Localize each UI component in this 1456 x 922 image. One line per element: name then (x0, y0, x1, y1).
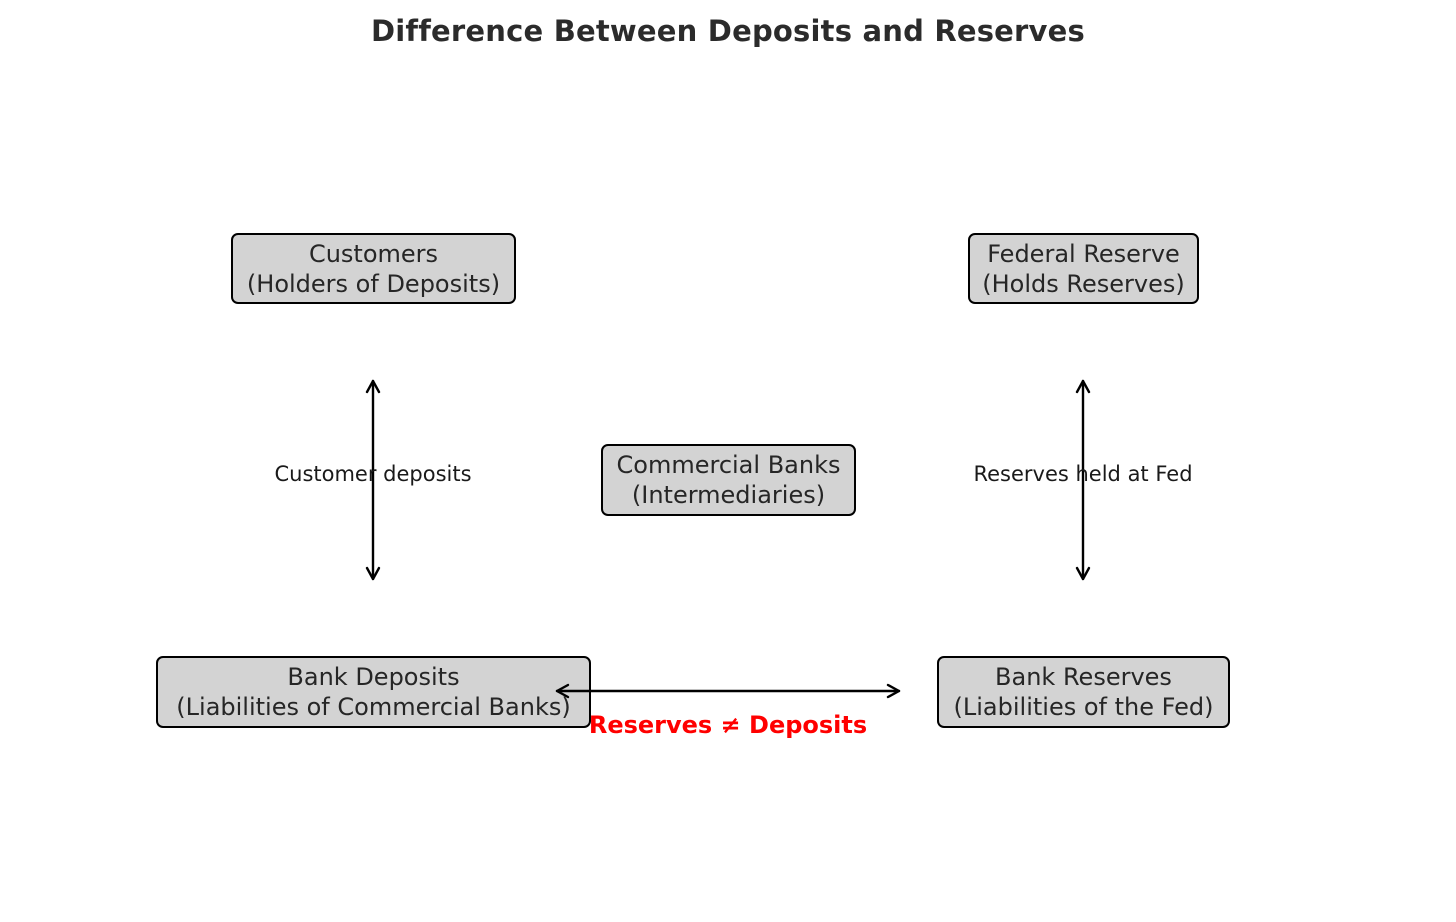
diagram-title: Difference Between Deposits and Reserves (371, 14, 1085, 48)
federal-reserve-node: Federal Reserve (Holds Reserves) (968, 233, 1199, 304)
bank-reserves-node: Bank Reserves (Liabilities of the Fed) (937, 656, 1230, 728)
commercial-banks-node-title: Commercial Banks (616, 451, 841, 479)
customers-node-title: Customers (308, 239, 439, 268)
customer-deposits-label: Customer deposits (274, 462, 472, 486)
reserves-held-label: Reserves held at Fed (973, 462, 1193, 486)
bank-reserves-node-title: Bank Reserves (995, 663, 1172, 691)
commercial-banks-node-subtitle: (Intermediaries) (631, 481, 826, 509)
customers-node: Customers (Holders of Deposits) (231, 233, 516, 304)
bank-deposits-node-title: Bank Deposits (287, 663, 460, 691)
commercial-banks-node: Commercial Banks (Intermediaries) (601, 444, 856, 516)
bank-deposits-node: Bank Deposits (Liabilities of Commercial… (156, 656, 591, 728)
reserves-deposits-arrow (555, 683, 901, 699)
bank-deposits-node-subtitle: (Liabilities of Commercial Banks) (176, 693, 571, 721)
federal-reserve-node-subtitle: (Holds Reserves) (982, 269, 1185, 298)
federal-reserve-node-title: Federal Reserve (987, 239, 1180, 268)
inequality-label: Reserves ≠ Deposits (588, 711, 868, 739)
bank-reserves-node-subtitle: (Liabilities of the Fed) (953, 693, 1214, 721)
customers-node-subtitle: (Holders of Deposits) (246, 269, 501, 298)
